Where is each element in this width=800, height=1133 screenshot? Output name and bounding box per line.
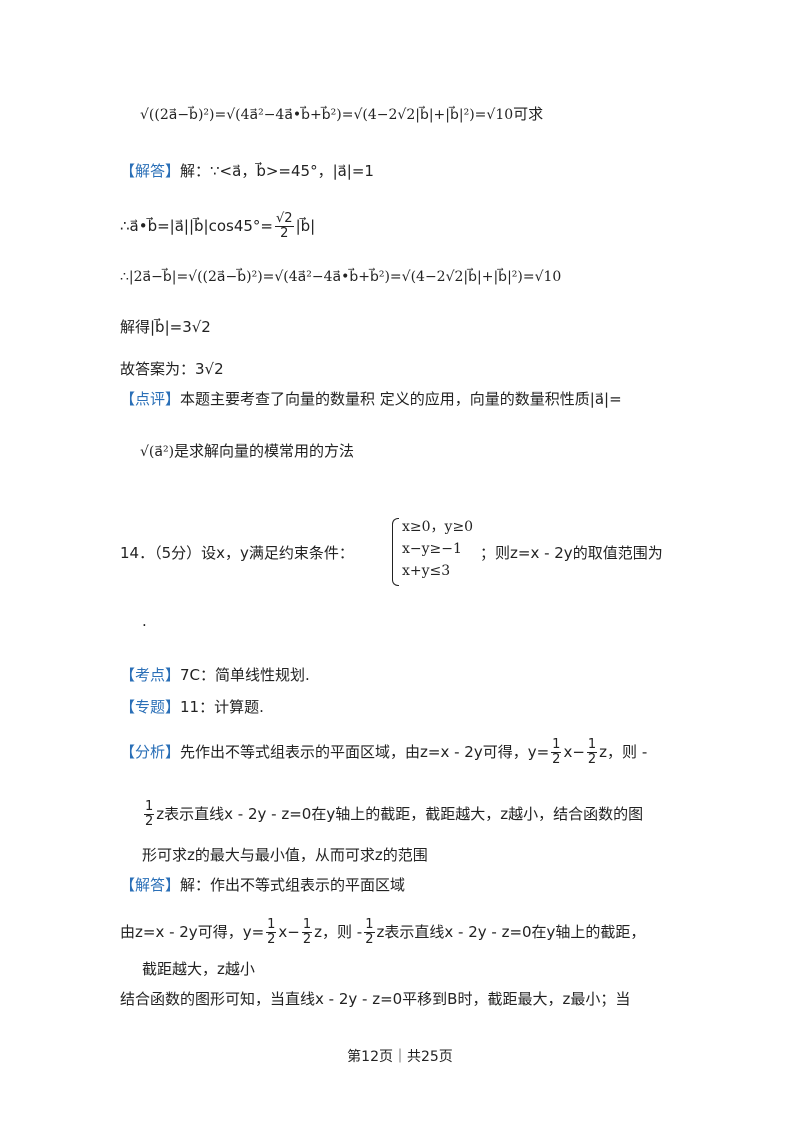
dot-product-tail: |b⃗| xyxy=(295,217,316,235)
comment-formula: √(a⃗²) xyxy=(140,444,175,460)
constraint-system: x≥0，y≥0 x−y≥−1 x+y≤3 xyxy=(392,516,492,588)
question-14-stem: 14．（5分）设x，y满足约束条件： xyxy=(120,542,354,564)
comment-line-2: √(a⃗²)是求解向量的模常用的方法 xyxy=(140,440,354,463)
answer-blank: . xyxy=(142,610,147,632)
left-brace xyxy=(392,518,399,586)
answer-line-1: 【解答】解：∵<a⃗，b⃗>=45°，|a⃗|=1 xyxy=(120,160,374,182)
analysis-tag: 【分析】 xyxy=(120,743,181,761)
comment-text-2: 是求解向量的模常用的方法 xyxy=(174,442,355,460)
fraction-numerator: 1 xyxy=(551,737,562,753)
analysis-mid: x− xyxy=(563,743,585,761)
solution-mid-2: z，则 - xyxy=(314,923,363,941)
solution-text-3: 截距越大，z越小 xyxy=(142,960,255,978)
comment-text: 本题主要考查了向量的数量积 定义的应用，向量的数量积性质|a⃗|= xyxy=(180,390,622,408)
constraint-list: x≥0，y≥0 x−y≥−1 x+y≤3 xyxy=(402,516,473,582)
fraction-denominator: 2 xyxy=(280,226,289,241)
fraction-numerator: 1 xyxy=(301,917,313,933)
analysis-text-3: 形可求z的最大与最小值，从而可求z的范围 xyxy=(142,846,428,864)
answer-tag: 【解答】 xyxy=(120,162,181,180)
fraction-numerator: 1 xyxy=(144,799,155,815)
fraction-denominator: 2 xyxy=(552,752,561,767)
solve-line: 解得|b⃗|=3√2 xyxy=(120,316,211,338)
topic-line: 【专题】11：计算题. xyxy=(120,696,264,718)
constraint-3: x+y≤3 xyxy=(402,563,451,579)
constraint-2: x−y≥−1 xyxy=(402,541,462,557)
blank-dot: . xyxy=(142,612,147,630)
fraction-numerator: 1 xyxy=(364,917,375,933)
question-14-suffix-line: ；则z=x - 2y的取值范围为 xyxy=(480,542,663,564)
comment-line: 【点评】本题主要考查了向量的数量积 定义的应用，向量的数量积性质|a⃗|= xyxy=(120,388,622,410)
final-answer-text: 故答案为：3√2 xyxy=(120,360,224,378)
solve-text: 解得|b⃗|=3√2 xyxy=(120,318,211,336)
fraction-denominator: 2 xyxy=(365,932,374,947)
comment-tag: 【点评】 xyxy=(120,390,181,408)
fraction-denominator: 2 xyxy=(587,752,597,767)
solution-text-1: 解：作出不等式组表示的平面区域 xyxy=(180,876,406,894)
solution-text-2b: z表示直线x - 2y - z=0在y轴上的截距， xyxy=(376,923,646,941)
knowledge-point-line: 【考点】7C：简单线性规划. xyxy=(120,664,310,686)
solution-tag: 【解答】 xyxy=(120,876,181,894)
fraction-denominator: 2 xyxy=(145,814,154,829)
solution-mid: x− xyxy=(278,923,300,941)
final-answer-line: 故答案为：3√2 xyxy=(120,358,224,380)
solution-line-4: 结合函数的图形可知，当直线x - 2y - z=0平移到B时，截距最大，z最小；… xyxy=(120,988,630,1010)
solution-text-4: 结合函数的图形可知，当直线x - 2y - z=0平移到B时，截距最大，z最小；… xyxy=(120,990,631,1008)
page-footer: 第12页｜共25页 xyxy=(347,1049,453,1065)
constraint-1: x≥0，y≥0 xyxy=(402,519,474,535)
solution-line-3: 截距越大，z越小 xyxy=(142,958,255,980)
fraction-denominator: 2 xyxy=(302,932,312,947)
analysis-text-2: z表示直线x - 2y - z=0在y轴上的截距，截距越大，z越小，结合函数的图 xyxy=(156,805,644,823)
fraction-numerator: √2 xyxy=(275,211,294,227)
fraction-numerator: 1 xyxy=(586,737,598,753)
formula-tail: 可求 xyxy=(513,106,544,123)
analysis-end: z，则 - xyxy=(599,743,648,761)
knowledge-point-tag: 【考点】 xyxy=(120,666,181,684)
analysis-line-3: 形可求z的最大与最小值，从而可求z的范围 xyxy=(142,844,428,866)
topic-text: 11：计算题. xyxy=(180,698,264,716)
formula-line-1: √((2a⃗−b⃗)²)=√(4a⃗²−4a⃗•b⃗+b⃗²)=√(4−2√2|… xyxy=(140,104,543,126)
question-14-prefix: 14．（5分）设x，y满足约束条件： xyxy=(120,544,354,562)
analysis-text-1: 先作出不等式组表示的平面区域，由z=x - 2y可得，y= xyxy=(180,743,550,761)
fraction-numerator: 1 xyxy=(266,917,277,933)
solution-text-2a: 由z=x - 2y可得，y= xyxy=(120,923,265,941)
magnitude-text: ∴|2a⃗−b⃗|=√((2a⃗−b⃗)²)=√(4a⃗²−4a⃗•b⃗+b⃗²… xyxy=(120,269,562,285)
topic-tag: 【专题】 xyxy=(120,698,181,716)
fraction-denominator: 2 xyxy=(267,932,276,947)
question-14-suffix: ；则z=x - 2y的取值范围为 xyxy=(480,544,663,562)
solution-line-1: 【解答】解：作出不等式组表示的平面区域 xyxy=(120,874,405,896)
magnitude-line: ∴|2a⃗−b⃗|=√((2a⃗−b⃗)²)=√(4a⃗²−4a⃗•b⃗+b⃗²… xyxy=(120,266,561,288)
knowledge-point-text: 7C：简单线性规划. xyxy=(180,666,310,684)
answer-text: 解：∵<a⃗，b⃗>=45°，|a⃗|=1 xyxy=(180,162,374,180)
formula-text: √((2a⃗−b⃗)²)=√(4a⃗²−4a⃗•b⃗+b⃗²)=√(4−2√2|… xyxy=(140,107,514,123)
dot-product-text: ∴a⃗•b⃗=|a⃗||b⃗|cos45°= xyxy=(120,217,273,235)
